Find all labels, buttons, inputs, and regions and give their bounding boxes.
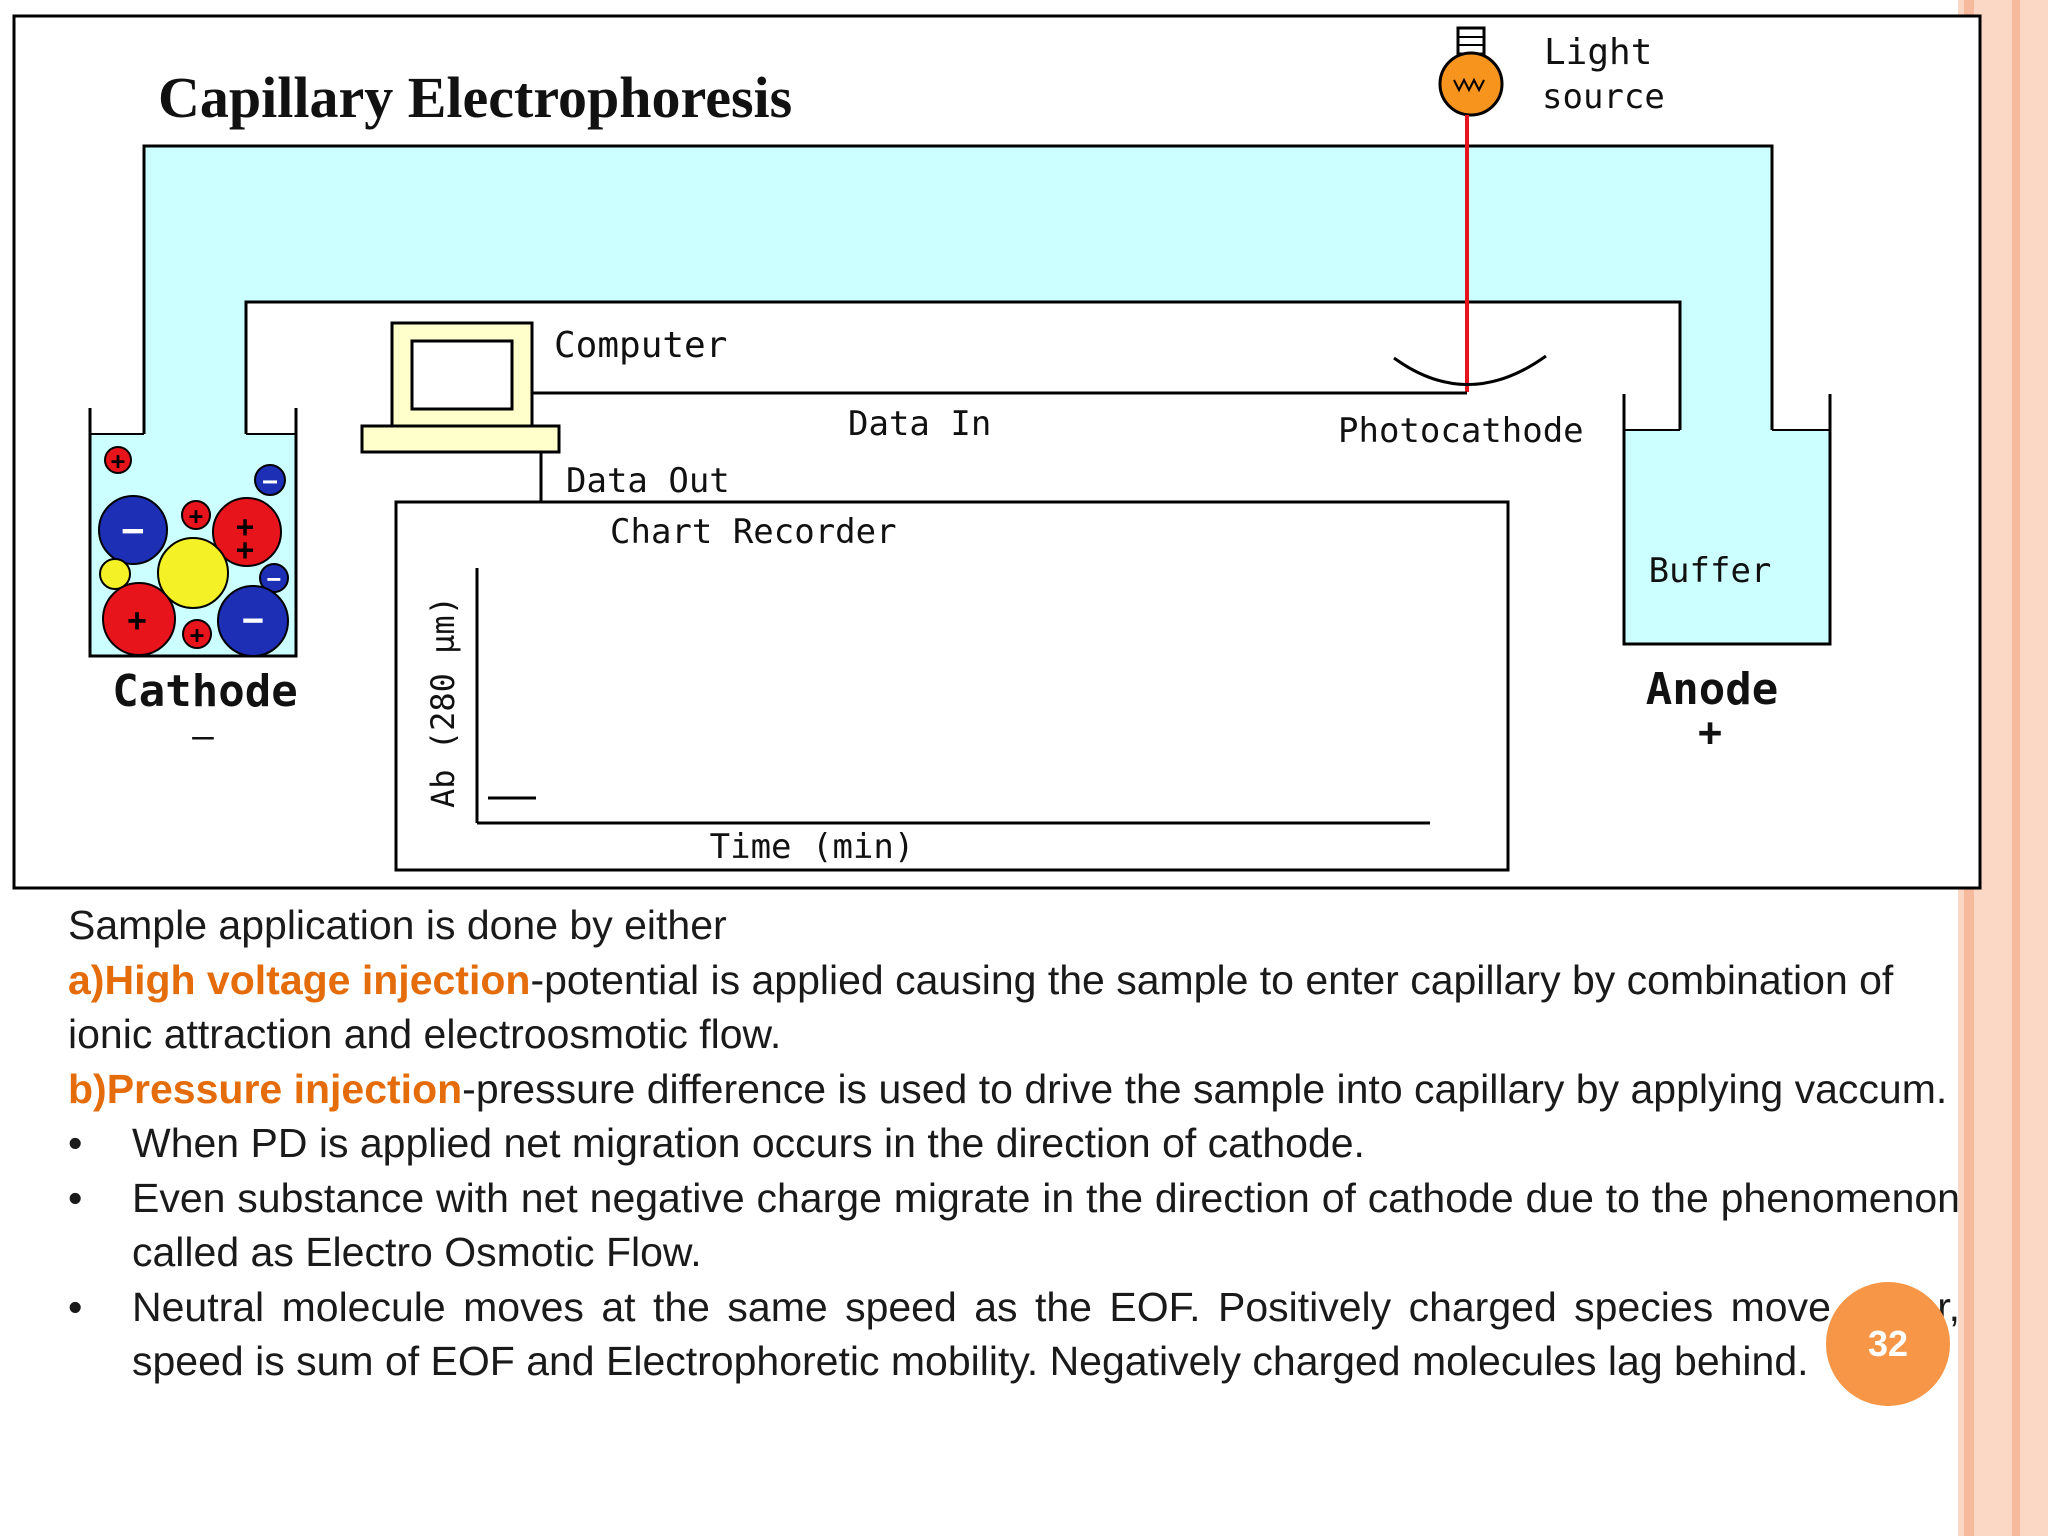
diagram-title: Capillary Electrophoresis — [158, 65, 792, 130]
high-voltage-injection-label: a)High voltage injection — [68, 956, 531, 1003]
cation — [181, 500, 211, 530]
anode-buffer — [1624, 430, 1830, 644]
anode-sign: + — [1698, 710, 1722, 756]
photocathode-detector — [1393, 354, 1547, 386]
bullet-marker: • — [68, 1120, 83, 1166]
photocathode-label: Photocathode — [1338, 411, 1584, 451]
cation-sign: + — [111, 447, 125, 475]
bulb-base — [1456, 26, 1486, 56]
anode-label: Anode — [1646, 664, 1778, 715]
cation — [102, 582, 176, 656]
sample-ions: + − − + + + − + − + — [98, 446, 289, 657]
data-out-label: Data Out — [566, 461, 730, 501]
bullet-text: Neutral molecule moves at the same speed… — [132, 1283, 1960, 1385]
computer-label: Computer — [554, 325, 727, 366]
light-source-label: source — [1542, 77, 1665, 117]
page-number-badge: 32 — [1826, 1282, 1950, 1406]
anion — [254, 464, 286, 496]
slide-body-text: Sample application is done by either a)H… — [68, 898, 1960, 1389]
computer-icon — [360, 321, 561, 454]
pressure-injection-text: -pressure difference is used to drive th… — [462, 1065, 1948, 1112]
anode-beaker-wall — [1622, 394, 1832, 646]
cathode-sign: — — [192, 716, 214, 757]
high-voltage-injection-text: -potential is applied causing the sample… — [68, 956, 1894, 1058]
chart-y-label: Ab (280 µm) — [424, 596, 462, 808]
cathode-beaker-wall — [88, 408, 298, 658]
light-source — [1438, 26, 1504, 117]
bullet-marker: • — [68, 1174, 83, 1221]
computer-keyboard — [360, 424, 561, 454]
bullet-item: • Neutral molecule moves at the same spee… — [68, 1280, 1960, 1389]
data-in-label: Data In — [848, 404, 991, 444]
buffer-label: Buffer — [1649, 551, 1772, 591]
chart-x-label: Time (min) — [710, 827, 915, 867]
cation — [182, 619, 212, 649]
bullet-item: • When PD is applied net migration occurs… — [68, 1116, 1960, 1171]
intro-text: Sample application is done by either — [68, 902, 727, 948]
computer-screen — [410, 339, 514, 411]
bullet-item: • Even substance with net negative charge… — [68, 1171, 1960, 1280]
bulb-filament — [1453, 77, 1485, 93]
neutral-molecule — [99, 558, 131, 590]
high-voltage-injection-paragraph: a)High voltage injection-potential is ap… — [68, 953, 1960, 1062]
anode-beaker — [1622, 394, 1832, 646]
neutral-molecule — [157, 537, 229, 609]
cation-sign: + — [236, 510, 254, 545]
light-source-label: Light — [1544, 32, 1652, 73]
cation — [212, 497, 282, 567]
cation-sign: + — [127, 601, 146, 639]
chart-recorder-label: Chart Recorder — [610, 512, 897, 552]
pressure-injection-label: b)Pressure injection — [68, 1065, 463, 1112]
right-decor-stripe-2 — [2012, 0, 2020, 1536]
anion-sign: − — [242, 600, 264, 641]
bullet-marker: • — [68, 1283, 83, 1330]
anion-sign: − — [122, 508, 145, 552]
cation-sign: + — [190, 621, 204, 649]
cathode-label: Cathode — [112, 666, 297, 717]
chart-recorder — [394, 500, 1510, 872]
cation-sign: + — [189, 502, 203, 530]
anion — [217, 585, 289, 657]
cation — [104, 446, 132, 474]
bullet-text: Even substance with net negative charge … — [132, 1174, 1960, 1276]
bullet-text: When PD is applied net migration occurs … — [132, 1120, 1365, 1166]
pressure-injection-paragraph: b)Pressure injection-pressure difference… — [68, 1062, 1960, 1117]
anion — [98, 495, 168, 565]
anion-sign: − — [262, 467, 278, 497]
anion-sign: − — [267, 565, 281, 593]
cation-sign: + — [236, 533, 254, 568]
